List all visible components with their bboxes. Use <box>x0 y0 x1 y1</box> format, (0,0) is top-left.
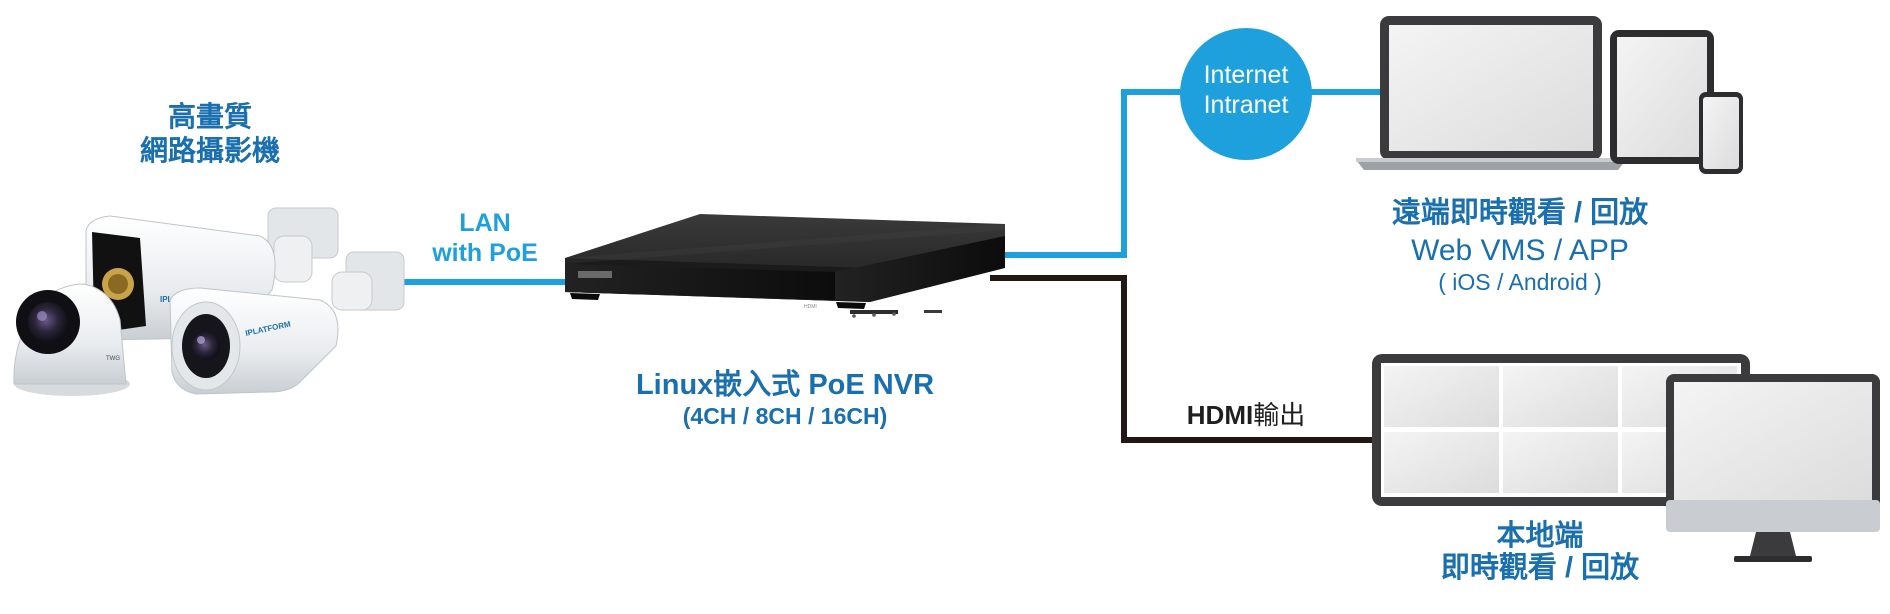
nvr-label: Linux嵌入式 PoE NVR (4CH / 8CH / 16CH) <box>620 368 950 430</box>
hdmi-cable <box>990 275 1372 443</box>
camera-title-line2: 網路攝影機 <box>139 134 280 166</box>
local-view-line1: 本地端 <box>1496 520 1584 552</box>
svg-text:TWG: TWG <box>106 356 120 362</box>
lan-label-line2: with PoE <box>432 239 538 267</box>
local-monitors-group <box>1372 354 1880 562</box>
nvr-channels: (4CH / 8CH / 16CH) <box>682 402 888 429</box>
nvr-device: HDMI <box>565 214 1005 318</box>
lan-poe-label: LAN with PoE <box>400 208 570 268</box>
laptop-icon <box>1356 16 1626 170</box>
nvr-title: Linux嵌入式 PoE NVR <box>635 369 935 401</box>
dome-camera: TWG <box>13 283 130 396</box>
local-view-label: 本地端 即時觀看 / 回放 <box>1390 520 1690 585</box>
remote-devices-group <box>1356 16 1743 174</box>
remote-view-platform: Web VMS / APP <box>1411 233 1629 267</box>
hdmi-output-label: HDMI輸出 <box>1166 400 1326 431</box>
remote-view-title: 遠端即時觀看 / 回放 <box>1391 197 1649 229</box>
camera-title: 高畫質 網路攝影機 <box>100 100 320 167</box>
hdmi-output-bold: HDMI <box>1186 400 1254 430</box>
hdmi-output-rest: 輸出 <box>1253 400 1306 430</box>
remote-view-label: 遠端即時觀看 / 回放 Web VMS / APP ( iOS / Androi… <box>1370 196 1670 296</box>
internet-intranet-node <box>1180 28 1312 160</box>
ip-cameras-group: IPLATFORM TWG IPLATFORM <box>13 207 405 396</box>
lan-label-line1: LAN <box>459 209 511 237</box>
camera-bracket-front <box>331 251 405 311</box>
internet-label-line1: Internet <box>1203 61 1289 89</box>
tablet-icon <box>1610 30 1714 164</box>
bullet-camera-front: IPLATFORM <box>169 287 339 395</box>
remote-view-os: ( iOS / Android ) <box>1438 268 1602 295</box>
camera-bracket-back <box>267 207 339 283</box>
local-view-line2: 即時觀看 / 回放 <box>1440 552 1640 585</box>
internet-label: Internet Intranet <box>1180 61 1312 120</box>
desktop-monitor-icon <box>1666 374 1880 562</box>
smartphone-icon <box>1699 92 1743 174</box>
camera-title-line1: 高畫質 <box>167 101 252 132</box>
internet-label-line2: Intranet <box>1203 90 1289 119</box>
nvr-hdmi-badge: HDMI <box>804 304 817 310</box>
